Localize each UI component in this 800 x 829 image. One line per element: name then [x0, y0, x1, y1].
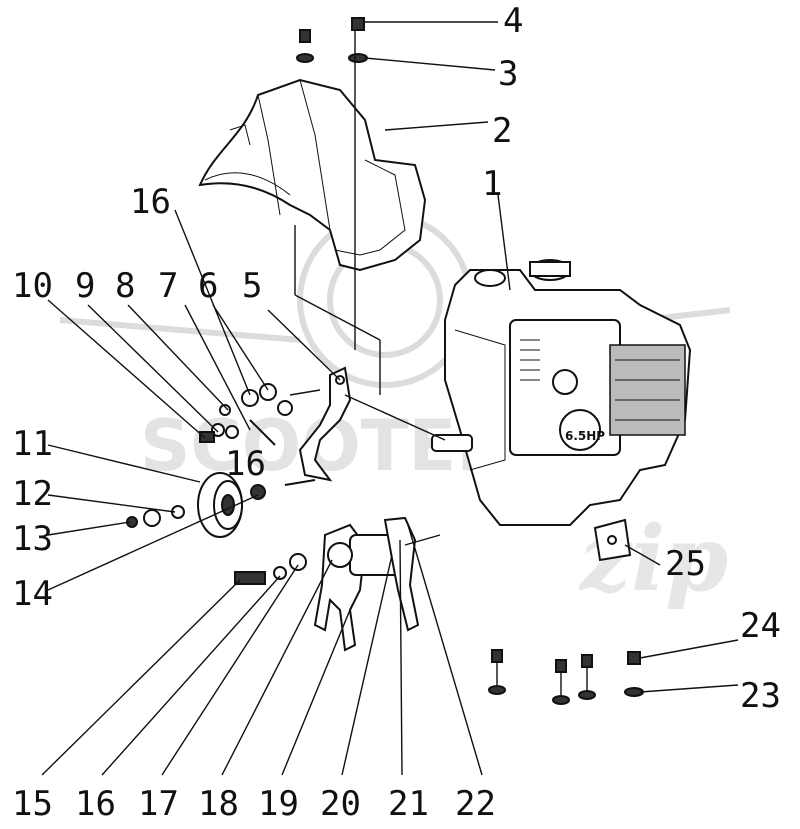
pulley-part: [126, 472, 266, 538]
callout-20: 20: [320, 784, 361, 824]
callout-10: 10: [12, 266, 53, 306]
callout-4: 4: [503, 1, 523, 41]
callout-8: 8: [115, 266, 135, 306]
callout-25: 25: [665, 544, 706, 584]
belt-cover-part: [198, 78, 427, 272]
leader-lines: [41, 21, 739, 776]
callout-7: 7: [158, 266, 178, 306]
callout-24: 24: [740, 606, 781, 646]
callout-16-bottom: 16: [75, 784, 116, 824]
callout-11: 11: [12, 424, 53, 464]
bolt-washer-top: [296, 17, 368, 63]
callout-14: 14: [12, 574, 53, 614]
callout-9: 9: [75, 266, 95, 306]
callout-16-mid: 16: [225, 444, 266, 484]
callout-18: 18: [198, 784, 239, 824]
mount-bracket-part: [593, 518, 632, 562]
callout-22: 22: [455, 784, 496, 824]
mounting-bolts: [488, 649, 644, 705]
callout-5: 5: [242, 266, 262, 306]
callout-21: 21: [388, 784, 429, 824]
callout-1: 1: [482, 164, 502, 204]
assembly-lines: [289, 30, 446, 546]
engine-part: 6.5HP: [431, 259, 692, 526]
callout-16-top: 16: [130, 182, 171, 222]
callout-labels: 4 3 2 1 16 10 9 8 7 6 5 16 11 12 13 14 2…: [12, 1, 781, 824]
callout-15: 15: [12, 784, 53, 824]
callout-3: 3: [498, 54, 518, 94]
callout-6: 6: [198, 266, 218, 306]
callout-12: 12: [12, 474, 53, 514]
callout-17: 17: [138, 784, 179, 824]
callout-23: 23: [740, 676, 781, 716]
callout-19: 19: [258, 784, 299, 824]
callout-13: 13: [12, 519, 53, 559]
callout-2: 2: [492, 111, 512, 151]
tensioner-hardware: [199, 383, 316, 486]
engine-label: 6.5HP: [565, 429, 605, 443]
idler-bracket-part: [234, 516, 420, 652]
